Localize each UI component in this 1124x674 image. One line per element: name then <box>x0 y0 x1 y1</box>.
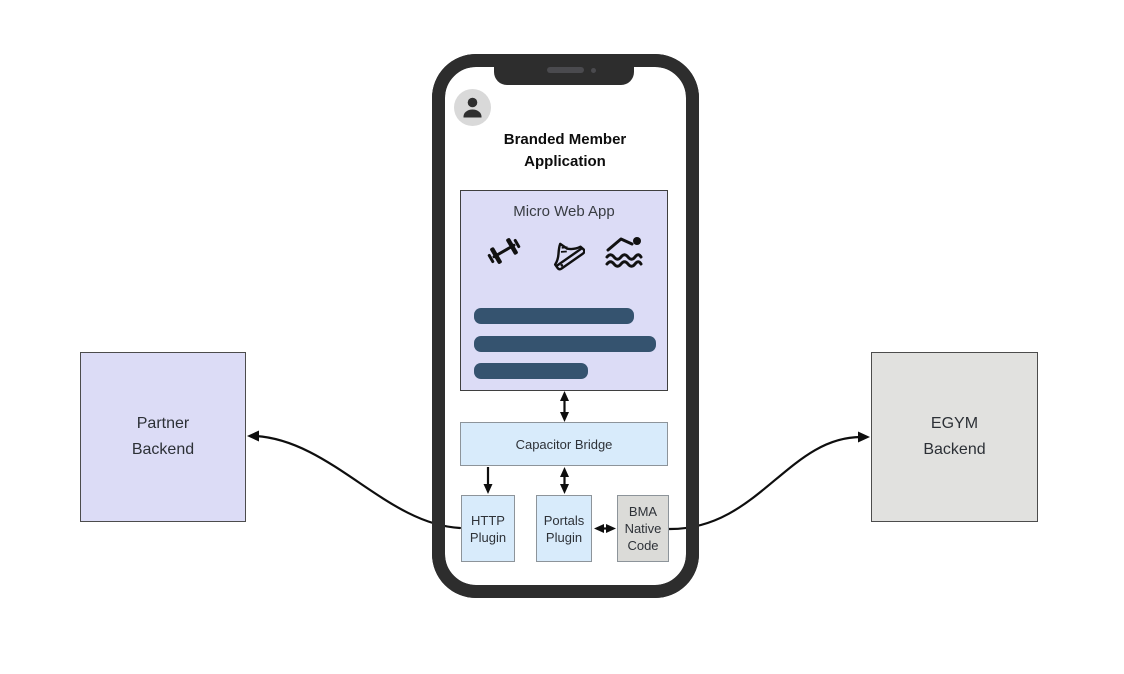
partner-backend-box: Partner Backend <box>80 352 246 522</box>
content-bar <box>474 308 634 324</box>
portals-plugin-box: Portals Plugin <box>536 495 592 562</box>
arrow-bma-egym <box>667 431 870 531</box>
arrow-portals-bma <box>594 524 616 533</box>
dumbbell-icon <box>483 230 525 277</box>
arrow-microapp-bridge <box>560 391 569 422</box>
micro-web-app-title: Micro Web App <box>513 203 615 220</box>
arrow-bridge-portals <box>560 467 569 494</box>
capacitor-bridge-box: Capacitor Bridge <box>460 422 668 466</box>
swimmer-icon <box>603 230 645 277</box>
phone-camera-dot <box>591 68 596 73</box>
activity-icon-row <box>461 230 667 277</box>
bma-native-code-box: BMA Native Code <box>617 495 669 562</box>
phone-notch <box>494 62 634 85</box>
egym-backend-box: EGYM Backend <box>871 352 1038 522</box>
user-avatar-icon <box>454 89 491 126</box>
phone-speaker <box>547 67 584 73</box>
arrow-http-partner <box>247 430 462 530</box>
running-shoe-icon <box>543 230 586 277</box>
app-title: Branded Member Application <box>503 131 627 170</box>
arrow-bridge-http <box>483 467 493 494</box>
micro-web-app-box: Micro Web App <box>460 190 668 391</box>
http-plugin-box: HTTP Plugin <box>461 495 515 562</box>
content-bar <box>474 336 656 352</box>
content-bar <box>474 363 588 379</box>
